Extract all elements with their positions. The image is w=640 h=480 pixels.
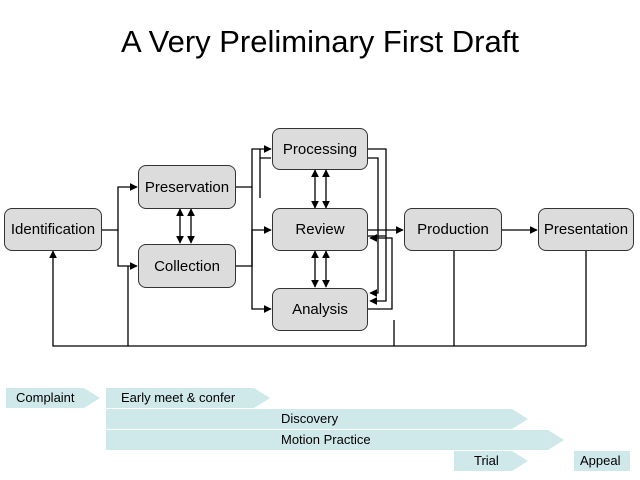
timeline-arrow-appeal (574, 451, 630, 471)
node-identification: Identification (4, 208, 102, 251)
node-collection: Collection (138, 244, 236, 288)
timeline-arrow-complaint (6, 388, 100, 408)
node-processing: Processing (272, 128, 368, 170)
timeline-label-complaint: Complaint (16, 390, 75, 405)
timeline-label-trial: Trial (474, 453, 499, 468)
timeline-arrow-trial (454, 451, 528, 471)
timeline-label-discovery: Discovery (281, 411, 339, 426)
timeline-arrow-early-meet (106, 388, 270, 408)
node-production: Production (404, 208, 502, 251)
timeline-arrow-motion-practice (106, 430, 564, 450)
node-analysis: Analysis (272, 288, 368, 331)
timeline-label-motion-practice: Motion Practice (281, 432, 371, 447)
timeline-label-early-meet: Early meet & confer (121, 390, 236, 405)
timeline-arrow-discovery (106, 409, 528, 429)
page-title: A Very Preliminary First Draft (121, 24, 519, 59)
node-preservation: Preservation (138, 165, 236, 209)
timeline-label-appeal: Appeal (580, 453, 621, 468)
node-presentation: Presentation (538, 208, 634, 251)
node-review: Review (272, 208, 368, 251)
